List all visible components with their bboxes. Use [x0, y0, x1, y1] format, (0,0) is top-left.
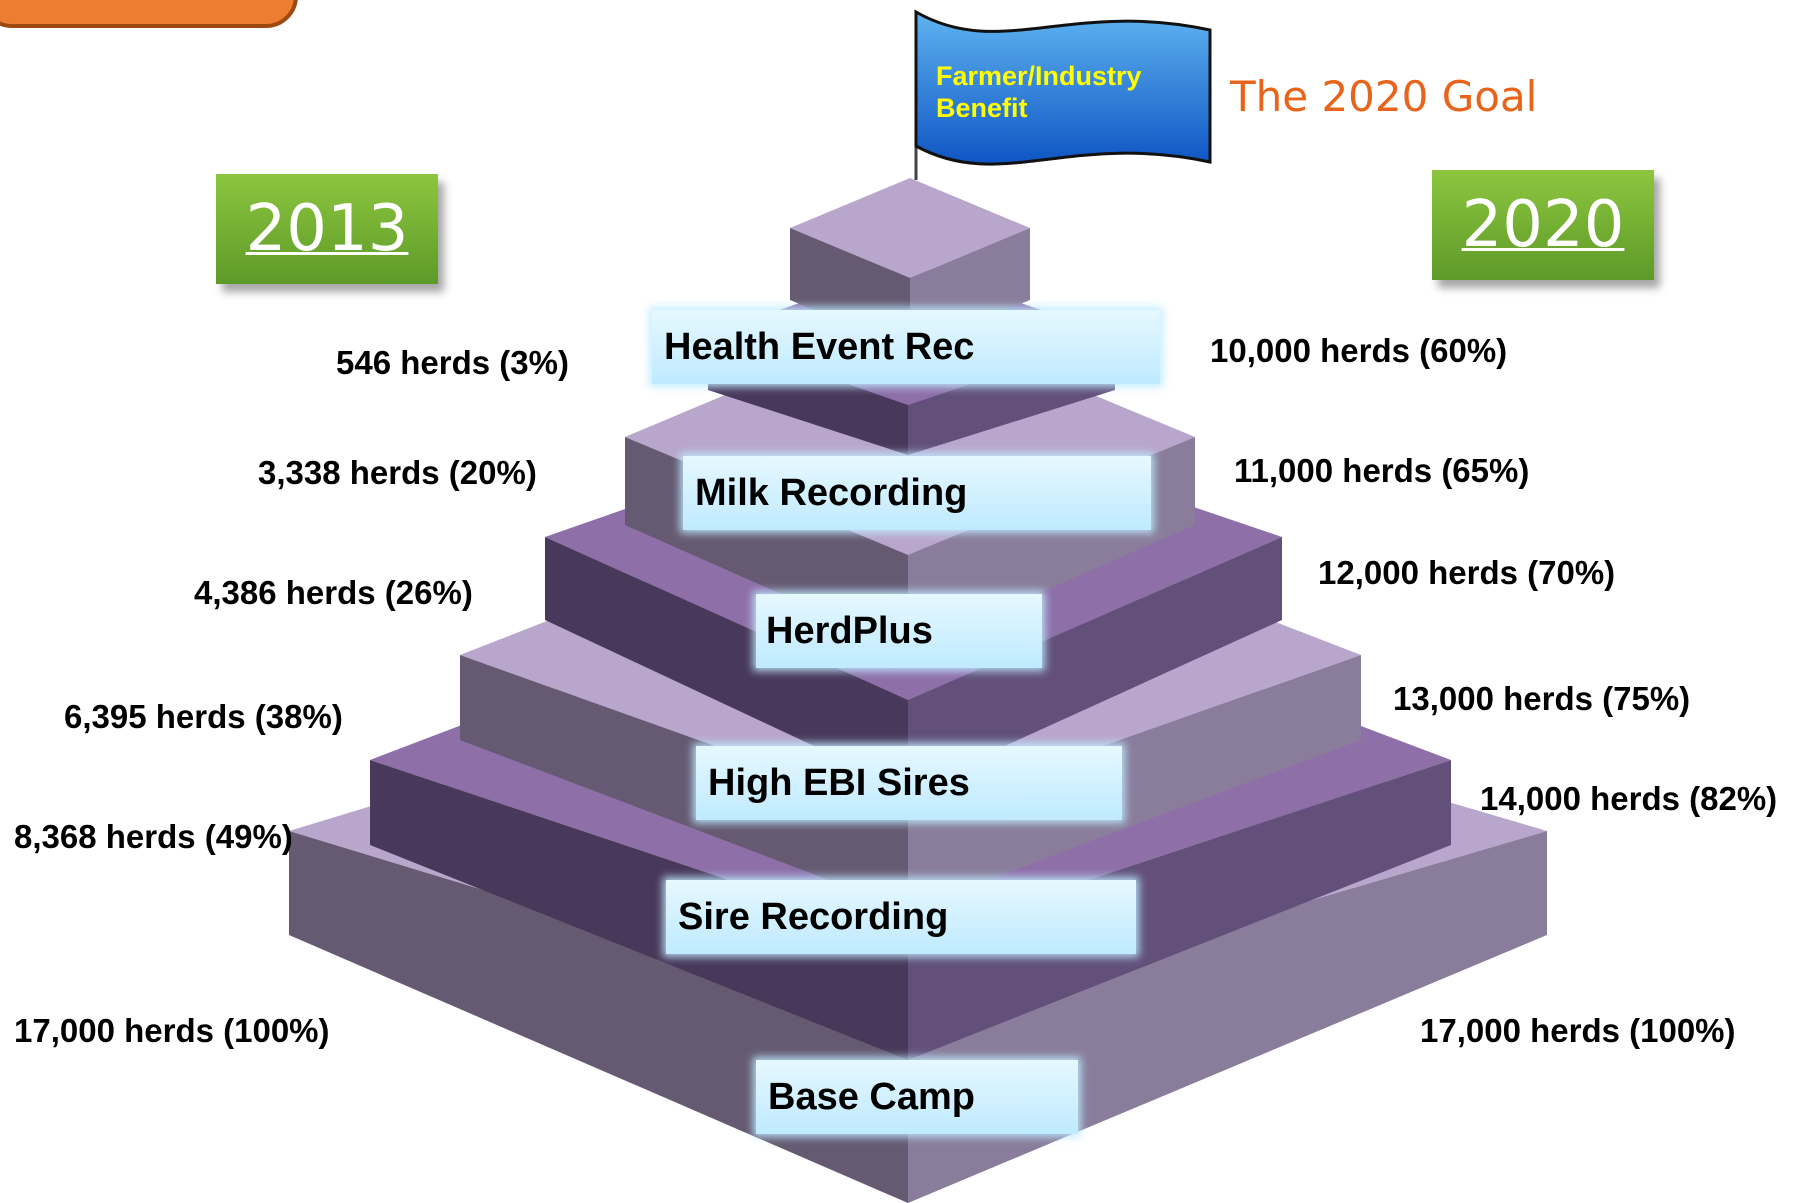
step-label-base-camp: Base Camp: [756, 1060, 1078, 1134]
step-label-herdplus: HerdPlus: [756, 594, 1042, 668]
step-label-sire-recording: Sire Recording: [666, 880, 1136, 954]
year-right-label: 2020: [1461, 188, 1625, 262]
count-2013-sire-recording: 8,368 herds (49%): [14, 818, 293, 855]
count-2013-base-camp: 17,000 herds (100%): [14, 1012, 330, 1049]
step-label-health-event-rec: Health Event Rec: [652, 310, 1160, 384]
count-2020-sire-recording: 14,000 herds (82%): [1480, 780, 1778, 817]
count-2020-milk-recording: 11,000 herds (65%): [1234, 452, 1530, 489]
year-left-label: 2013: [245, 192, 409, 266]
count-2020-base-camp: 17,000 herds (100%): [1420, 1012, 1736, 1049]
count-2013-health-event-rec: 546 herds (3%): [336, 344, 569, 381]
orange-corner-tab: [0, 0, 298, 28]
flag-icon: [914, 9, 1212, 166]
count-2013-high-ebi-sires: 6,395 herds (38%): [64, 698, 343, 735]
step-label-high-ebi-sires: High EBI Sires: [696, 746, 1122, 820]
step-label-milk-recording: Milk Recording: [683, 456, 1151, 530]
year-badge-left: 2013: [216, 174, 438, 284]
flag-label: Farmer/Industry Benefit: [936, 61, 1142, 123]
year-badge-right: 2020: [1432, 170, 1654, 280]
count-2020-herdplus: 12,000 herds (70%): [1318, 554, 1616, 591]
count-2020-high-ebi-sires: 13,000 herds (75%): [1393, 680, 1691, 717]
count-2020-health-event-rec: 10,000 herds (60%): [1210, 332, 1508, 369]
count-2013-herdplus: 4,386 herds (26%): [194, 574, 473, 611]
goal-caption: The 2020 Goal: [1230, 72, 1538, 121]
count-2013-milk-recording: 3,338 herds (20%): [258, 454, 537, 491]
